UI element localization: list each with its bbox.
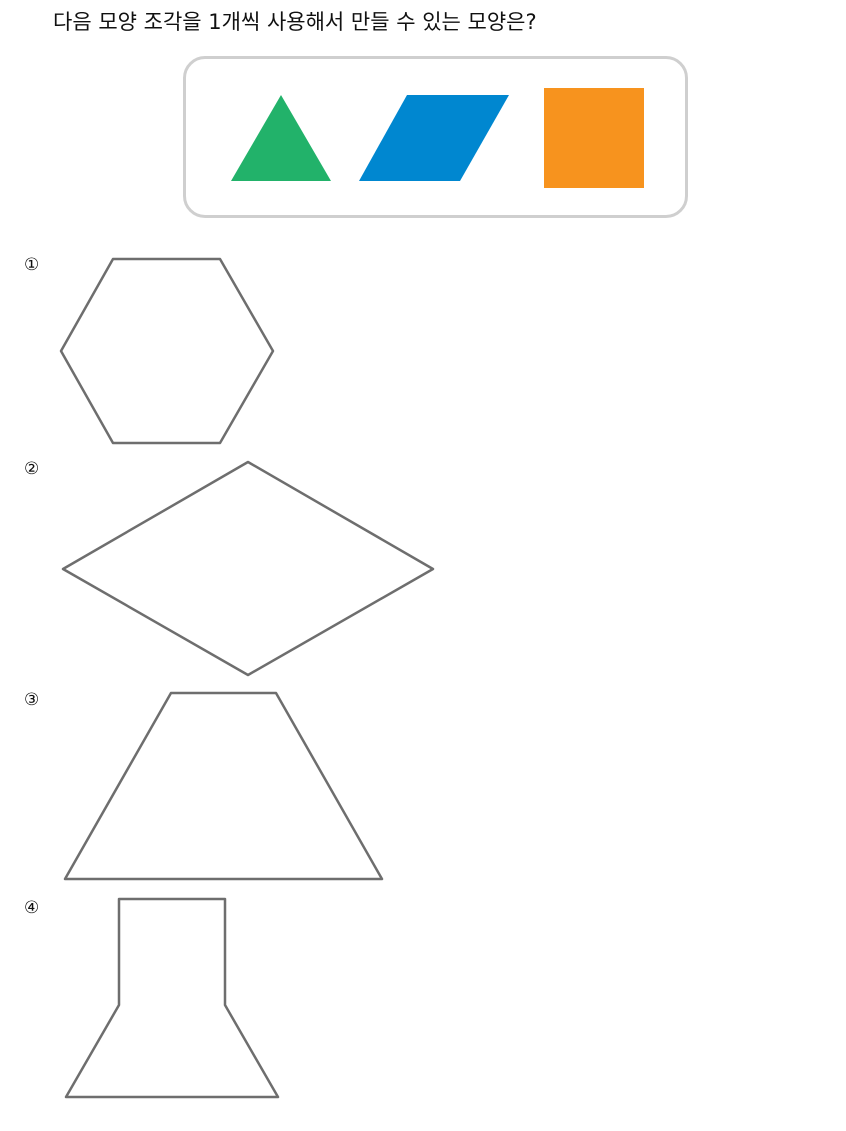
option-2-rhombus[interactable]: [0, 455, 460, 685]
question-text: 다음 모양 조각을 1개씩 사용해서 만들 수 있는 모양은?: [53, 10, 537, 34]
option-1-hexagon[interactable]: [0, 250, 300, 450]
green-triangle-piece: [231, 95, 331, 181]
option-1-number[interactable]: ①: [24, 255, 40, 275]
option-3-trapezoid[interactable]: [0, 685, 420, 885]
pattern-pieces: [231, 88, 644, 188]
blue-parallelogram-piece: [359, 95, 509, 181]
option-2-number[interactable]: ②: [24, 459, 40, 479]
option-3-number[interactable]: ③: [24, 690, 40, 710]
option-4-square-on-trapezoid[interactable]: [0, 890, 320, 1105]
option-4-number[interactable]: ④: [24, 898, 40, 918]
orange-square-piece: [544, 88, 644, 188]
pattern-pieces-box: [183, 56, 688, 218]
